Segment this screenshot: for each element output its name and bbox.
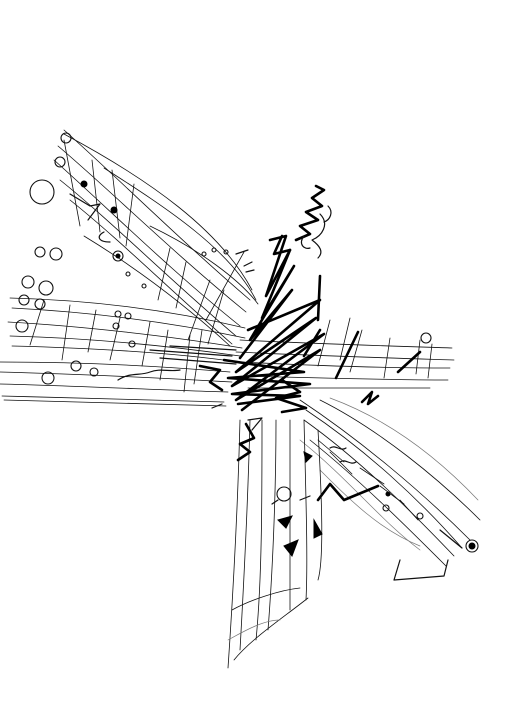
left-notes <box>15 246 181 385</box>
upper-left-notes <box>29 132 229 289</box>
bottom-notes <box>271 451 323 557</box>
upper-left-diagonal-staves <box>53 129 259 347</box>
top-right-squiggle <box>294 184 332 259</box>
central-scribble <box>149 234 422 462</box>
stray-marks <box>211 249 432 409</box>
lower-right-diagonal-staves <box>299 397 481 567</box>
lower-right-notes <box>316 446 479 581</box>
left-horizontal-staves <box>0 297 455 407</box>
